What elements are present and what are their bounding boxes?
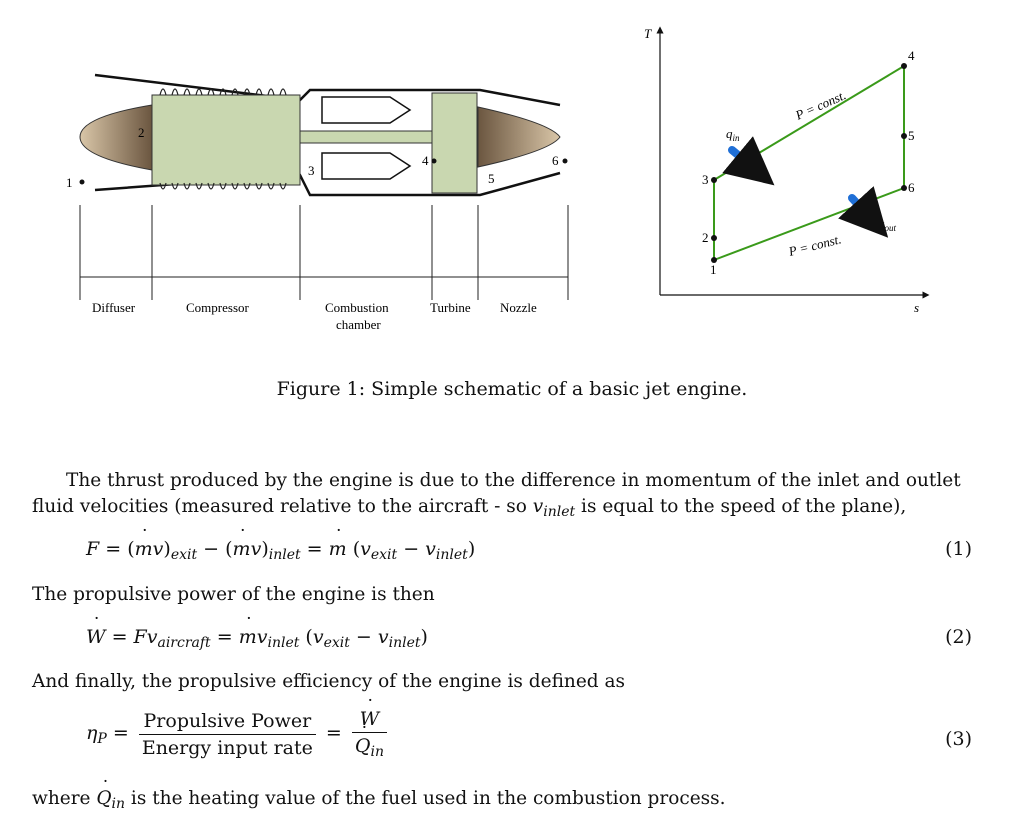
label-combustion: Combustion (325, 300, 389, 315)
label-turbine: Turbine (430, 300, 471, 315)
station-dot-6 (562, 158, 568, 164)
station-label-6: 6 (552, 153, 559, 168)
eq3-denominator: Energy input rate (141, 736, 313, 759)
label-diffuser: Diffuser (92, 300, 136, 315)
combustor-top (321, 96, 412, 124)
state-label-6: 6 (908, 180, 915, 195)
state-label-1: 1 (710, 262, 717, 277)
state-point-2 (711, 235, 717, 241)
q-out-arrow (838, 186, 889, 238)
station-label-2: 2 (138, 125, 145, 140)
label-compressor: Compressor (186, 300, 250, 315)
station-dot-4 (431, 158, 437, 164)
t-axis-label: T (644, 26, 652, 41)
equation-2-number: (2) (945, 626, 972, 648)
exhaust-cone (477, 106, 561, 168)
state-label-2: 2 (702, 230, 709, 245)
paragraph-efficiency: And finally, the propulsive efficiency o… (32, 671, 626, 692)
inlet-cone (79, 104, 153, 171)
station-label-5: 5 (488, 171, 495, 186)
equation-1: F = (mv)exit − (mv)inlet = m (vexit − vi… (86, 538, 475, 563)
state-label-4: 4 (908, 48, 915, 63)
jet-engine-schematic: 1 2 3 4 5 6 Diffuser Compressor Combusti… (66, 73, 569, 332)
compressor-section (151, 94, 301, 186)
state-point-6 (901, 185, 907, 191)
compressor-blades (159, 88, 287, 190)
station-dot-1 (79, 179, 85, 185)
state-points: 1 2 3 4 5 6 (702, 48, 915, 277)
combustor-bottom (321, 152, 412, 180)
s-axis-label: s (914, 300, 919, 315)
paragraph-power: The propulsive power of the engine is th… (32, 584, 435, 605)
q-out-label: qout (878, 216, 897, 233)
state-point-3 (711, 177, 717, 183)
station-label-3: 3 (308, 163, 315, 178)
section-dimension-lines (79, 205, 569, 300)
turbine-section (431, 92, 478, 194)
station-label-1: 1 (66, 175, 73, 190)
figure-caption: Figure 1: Simple schematic of a basic je… (276, 378, 748, 400)
equation-3-number: (3) (945, 728, 972, 750)
label-chamber: chamber (336, 317, 381, 332)
state-label-5: 5 (908, 128, 915, 143)
state-point-4 (901, 63, 907, 69)
state-point-5 (901, 133, 907, 139)
eq3-numerator: Propulsive Power (138, 710, 316, 735)
equation-2: W = Fvaircraft = mvinlet (vexit − vinlet… (86, 626, 428, 651)
station-label-4: 4 (422, 153, 429, 168)
state-label-3: 3 (702, 172, 709, 187)
paragraph-heating-value: where Qin is the heating value of the fu… (32, 786, 974, 817)
casing-top (94, 73, 561, 107)
pconst-bottom-label: P = const. (786, 231, 843, 259)
label-nozzle: Nozzle (500, 300, 537, 315)
equation-1-number: (1) (945, 538, 972, 560)
state-point-1 (711, 257, 717, 263)
q-in-arrow (722, 136, 775, 186)
paragraph-thrust: The thrust produced by the engine is due… (32, 470, 961, 520)
q-in-label: qin (726, 126, 740, 143)
